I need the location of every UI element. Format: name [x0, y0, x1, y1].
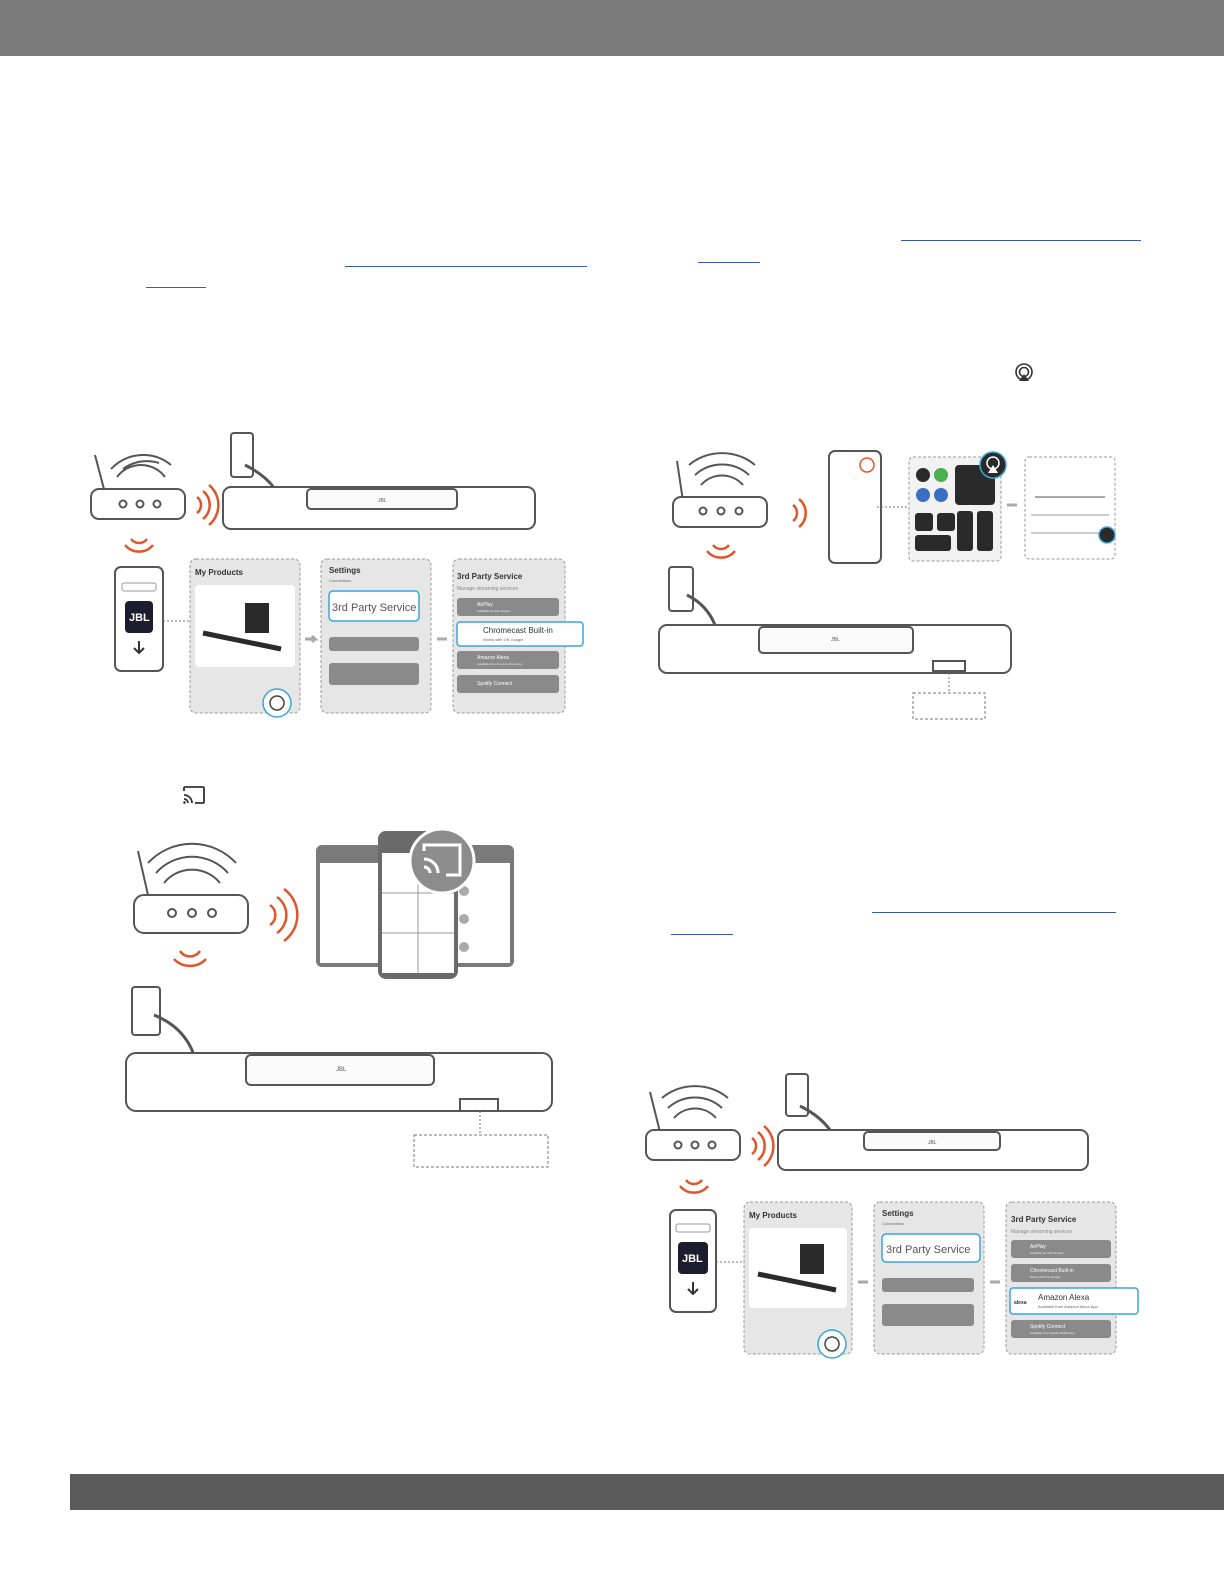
footer-bar	[70, 1474, 1224, 1510]
svg-text:Settings: Settings	[329, 566, 361, 575]
chromecast-setup-illustration: JBL JBL My Products Settings Connections…	[90, 432, 584, 718]
smartphone-icon: JBL	[669, 1209, 717, 1313]
link-underline[interactable]	[872, 912, 1116, 913]
header-bar	[0, 0, 1224, 56]
svg-text:My Products: My Products	[749, 1211, 798, 1220]
cast-icon	[183, 786, 205, 804]
svg-text:Available for iOS devices: Available for iOS devices	[1030, 1251, 1064, 1255]
my-products-screen: My Products	[189, 558, 301, 718]
soundbar-icon: JBL	[658, 624, 1012, 674]
soundbar-icon: JBL	[222, 486, 536, 530]
svg-text:Available for iOS devices: Available for iOS devices	[477, 609, 511, 613]
alexa-setup-illustration: JBL JBL My Products Settings Connections…	[645, 1073, 1139, 1359]
svg-text:Works with OK Google: Works with OK Google	[483, 637, 524, 642]
router-icon	[90, 454, 186, 520]
svg-text:Available from Amazon Alexa Ap: Available from Amazon Alexa App	[477, 662, 522, 666]
svg-text:Spotify Connect: Spotify Connect	[477, 681, 513, 687]
port-callout-box	[413, 1134, 549, 1168]
svg-text:AirPlay: AirPlay	[477, 602, 493, 608]
router-icon	[133, 842, 249, 934]
wifi-signal-icon	[173, 887, 299, 968]
svg-text:3rd Party Service: 3rd Party Service	[886, 1244, 970, 1256]
smartphone-icon	[828, 450, 882, 564]
svg-text:JBL: JBL	[129, 612, 150, 624]
smartphone-icon: JBL	[114, 566, 164, 672]
svg-text:Connections: Connections	[882, 1221, 904, 1226]
svg-text:Chromecast Built-in: Chromecast Built-in	[483, 626, 553, 635]
router-icon	[672, 452, 768, 528]
svg-text:Settings: Settings	[882, 1209, 914, 1218]
svg-text:Manage streaming services: Manage streaming services	[457, 586, 519, 592]
svg-text:3rd Party Service: 3rd Party Service	[1011, 1215, 1077, 1224]
svg-text:Amazon Alexa: Amazon Alexa	[477, 655, 509, 661]
svg-text:Connections: Connections	[329, 578, 351, 583]
svg-text:3rd Party Service: 3rd Party Service	[457, 572, 523, 581]
svg-text:JBL: JBL	[928, 1140, 937, 1146]
airplay-setup-illustration: JBL	[658, 450, 1116, 720]
svg-text:JBL: JBL	[682, 1253, 703, 1265]
svg-text:alexa: alexa	[1014, 1300, 1027, 1306]
third-party-service-screen: 3rd Party Service Manage streaming servi…	[1005, 1201, 1139, 1355]
svg-text:Spotify Connect: Spotify Connect	[1030, 1324, 1066, 1330]
port-callout-box	[912, 692, 986, 720]
svg-text:AirPlay: AirPlay	[1030, 1244, 1046, 1250]
link-underline[interactable]	[345, 266, 587, 267]
power-plug-icon	[668, 566, 717, 626]
svg-text:Available from Spotify Mobile: Available from Spotify Mobile App	[1030, 1331, 1075, 1335]
svg-text:Available from Amazon Alexa Ap: Available from Amazon Alexa App	[1038, 1304, 1099, 1309]
link-underline[interactable]	[698, 262, 760, 263]
cast-from-app-illustration: JBL	[125, 827, 553, 1168]
svg-text:JBL: JBL	[378, 498, 387, 504]
wifi-signal-icon	[124, 484, 220, 553]
power-plug-icon	[785, 1073, 832, 1131]
wifi-signal-icon	[679, 1125, 775, 1194]
power-plug-icon	[131, 986, 196, 1056]
airplay-icon	[979, 451, 1007, 479]
svg-text:My Products: My Products	[195, 568, 244, 577]
cast-icon	[408, 827, 476, 895]
airplay-device-list	[1024, 456, 1116, 560]
wifi-signal-icon	[706, 498, 807, 559]
airplay-icon	[1015, 363, 1033, 381]
svg-text:3rd Party Service: 3rd Party Service	[332, 602, 416, 614]
svg-text:Chromecast Built-in: Chromecast Built-in	[1030, 1268, 1074, 1274]
third-party-service-screen: 3rd Party Service Manage streaming servi…	[452, 558, 584, 714]
svg-text:Manage streaming services: Manage streaming services	[1011, 1229, 1073, 1235]
svg-text:JBL: JBL	[831, 637, 840, 643]
my-products-screen: My Products	[743, 1201, 853, 1359]
svg-text:Works with OK Google: Works with OK Google	[1030, 1275, 1061, 1279]
link-underline[interactable]	[146, 287, 206, 288]
soundbar-icon: JBL	[777, 1129, 1089, 1171]
svg-text:JBL: JBL	[336, 1067, 347, 1073]
soundbar-icon: JBL	[125, 1052, 553, 1112]
router-icon	[645, 1085, 741, 1161]
settings-screen: Settings Connections 3rd Party Service	[320, 558, 432, 714]
svg-text:Amazon Alexa: Amazon Alexa	[1038, 1293, 1090, 1302]
power-plug-icon	[230, 432, 277, 490]
link-underline[interactable]	[671, 934, 733, 935]
link-underline[interactable]	[901, 240, 1141, 241]
settings-screen: Settings Connections 3rd Party Service	[873, 1201, 985, 1355]
